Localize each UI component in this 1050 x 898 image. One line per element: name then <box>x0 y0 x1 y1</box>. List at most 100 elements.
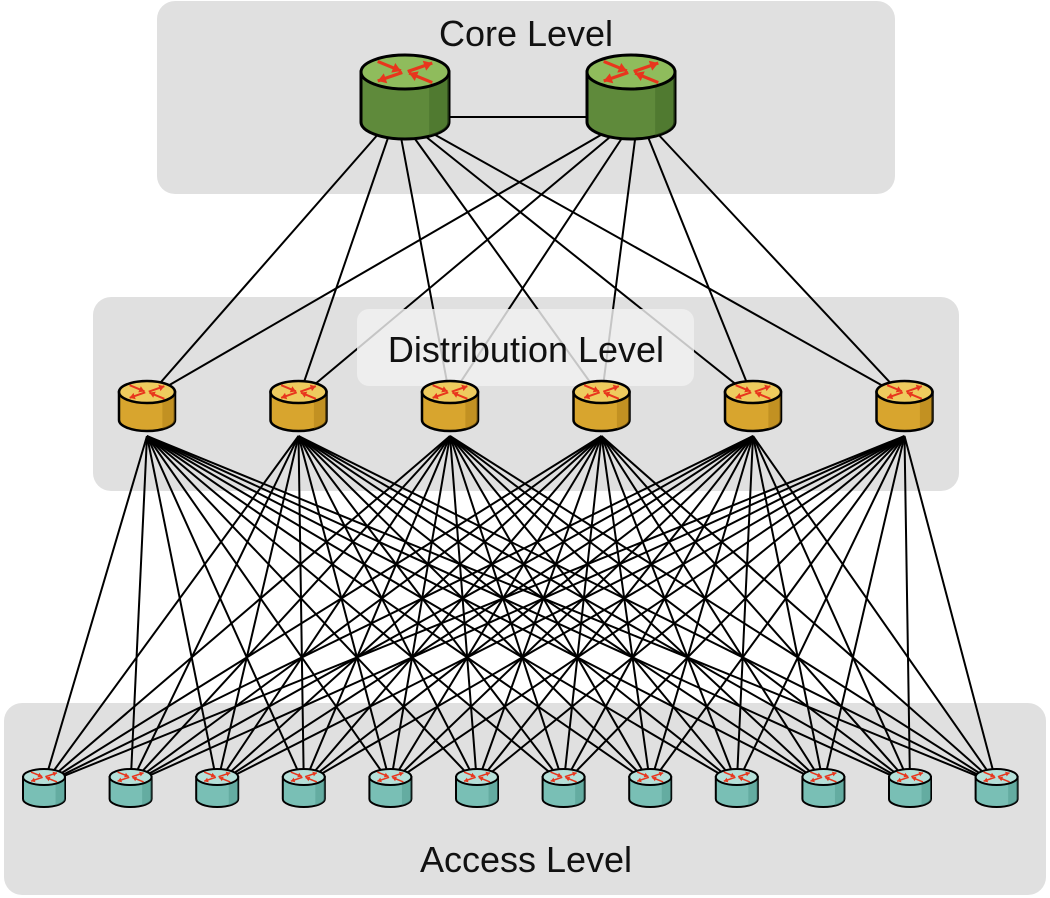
access-router-7 <box>541 768 586 808</box>
distribution-to-access-link <box>600 435 911 785</box>
access-router-10 <box>801 768 846 808</box>
distribution-to-access-link <box>43 435 905 785</box>
distribution-to-access-link <box>216 435 603 785</box>
router-icon <box>896 771 924 783</box>
core-to-distribution-link <box>655 131 906 399</box>
distribution-to-access-link <box>735 435 754 785</box>
distribution-to-access-link <box>449 435 911 785</box>
core-to-distribution-link <box>297 131 617 399</box>
distribution-to-access-link <box>903 435 911 785</box>
distribution-to-access-link <box>297 435 305 785</box>
router-icon <box>810 771 837 783</box>
distribution-to-access-link <box>562 435 603 785</box>
distribution-to-access-link <box>389 435 754 785</box>
distribution-router-6 <box>875 379 934 433</box>
distribution-to-access-link <box>562 435 906 785</box>
core-to-distribution-link <box>146 131 381 399</box>
core-to-distribution-link <box>645 131 754 399</box>
distribution-router-5 <box>723 379 783 433</box>
distribution-to-access-link <box>130 435 754 785</box>
distribution-to-access-link <box>297 435 565 785</box>
distribution-router-3 <box>420 379 480 433</box>
distribution-to-access-link <box>146 435 565 785</box>
distribution-to-access-link <box>129 435 300 785</box>
distribution-to-access-link <box>476 435 754 785</box>
access-router-5 <box>368 768 413 808</box>
distribution-to-access-link <box>649 435 906 785</box>
distribution-to-access-link <box>216 435 451 785</box>
distribution-to-access-link <box>389 435 451 785</box>
access-router-9 <box>714 768 759 808</box>
core-level-panel <box>157 1 895 194</box>
distribution-to-access-link <box>449 435 652 785</box>
distribution-to-access-link <box>216 435 905 785</box>
core-to-distribution-link <box>419 131 754 399</box>
distribution-to-access-link <box>449 435 478 785</box>
access-router-8 <box>628 768 673 808</box>
access-router-1 <box>22 768 66 808</box>
router-icon <box>377 771 404 783</box>
core-router-1 <box>359 53 451 141</box>
access-router-2 <box>108 768 153 808</box>
distribution-to-access-link <box>129 435 451 785</box>
router-icon <box>583 384 620 400</box>
distribution-to-access-link <box>449 435 998 785</box>
distribution-to-access-link <box>822 435 906 785</box>
distribution-to-access-link <box>43 435 148 785</box>
router-icon <box>550 771 577 783</box>
router-icon <box>117 771 144 783</box>
distribution-to-access-link <box>130 435 905 785</box>
distribution-router-4 <box>572 379 631 433</box>
router-icon <box>603 60 659 84</box>
distribution-to-access-link <box>449 435 565 785</box>
distribution-to-access-link <box>600 435 738 785</box>
distribution-to-access-link <box>303 435 603 785</box>
distribution-to-access-link <box>43 435 451 785</box>
distribution-to-access-link <box>146 435 392 785</box>
distribution-to-access-link <box>600 435 825 785</box>
router-icon <box>290 771 318 783</box>
distribution-to-access-link <box>302 435 451 785</box>
core-router-2 <box>585 53 677 141</box>
distribution-to-access-link <box>146 435 478 785</box>
access-level-label: Access Level <box>420 839 632 880</box>
router-icon <box>203 771 231 783</box>
router-icon <box>735 384 771 400</box>
router-icon <box>983 771 1010 783</box>
access-router-12 <box>974 768 1019 808</box>
router-icon <box>129 384 165 400</box>
core-to-distribution-link <box>146 131 607 399</box>
distribution-to-access-link <box>146 435 305 785</box>
distribution-to-access-link <box>752 435 825 785</box>
router-icon <box>30 771 58 783</box>
distribution-to-access-link <box>130 435 603 785</box>
distribution-to-access-link <box>600 435 998 785</box>
distribution-to-access-link <box>43 435 754 785</box>
distribution-to-access-link <box>297 435 392 785</box>
access-router-4 <box>281 768 326 808</box>
core-to-distribution-link <box>429 131 905 399</box>
core-to-distribution-link <box>297 131 391 399</box>
router-icon <box>280 384 317 400</box>
router-icon <box>463 771 491 783</box>
distribution-to-access-link <box>216 435 754 785</box>
distribution-level-label: Distribution Level <box>388 329 664 370</box>
access-level-panel <box>4 703 1046 895</box>
router-icon <box>432 384 468 400</box>
distribution-to-access-link <box>903 435 998 785</box>
distribution-to-access-link <box>449 435 825 785</box>
router-group <box>22 53 1019 808</box>
access-router-6 <box>455 768 499 808</box>
distribution-to-access-link <box>303 435 754 785</box>
router-icon <box>723 771 751 783</box>
distribution-to-access-link <box>476 435 603 785</box>
distribution-to-access-link <box>735 435 906 785</box>
distribution-to-access-link <box>303 435 906 785</box>
distribution-to-access-link <box>449 435 738 785</box>
distribution-router-1 <box>117 379 177 433</box>
distribution-label-plate <box>357 309 694 386</box>
distribution-to-access-link <box>43 435 300 785</box>
distribution-to-access-link <box>129 435 148 785</box>
distribution-to-access-link <box>752 435 911 785</box>
